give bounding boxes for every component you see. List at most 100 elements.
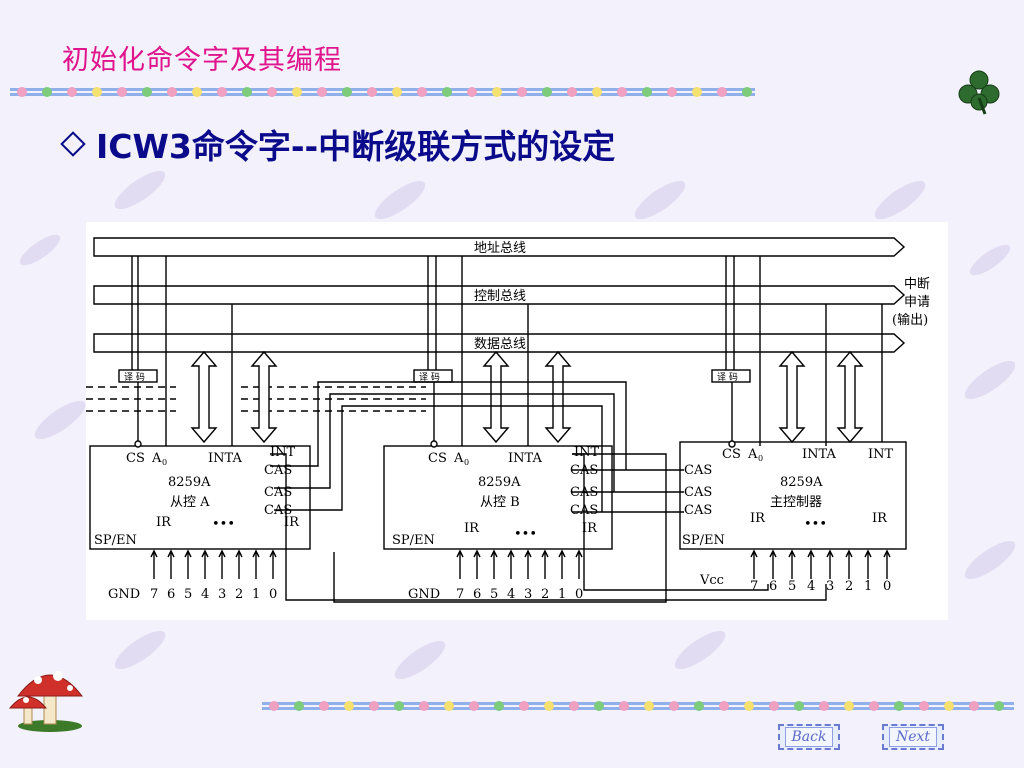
pin-number: 4 [807,579,815,594]
pin-number: 7 [150,587,158,602]
ir-arrowhead [167,549,175,558]
ribbon-bead [492,87,502,97]
pin-number: 5 [788,579,796,594]
ribbon-bead [494,701,504,711]
section-heading: ICW3命令字--中断级联方式的设定 [60,120,615,168]
chip-b-model: 8259A [478,475,521,490]
master-cas2: CAS [684,503,712,518]
ir-arrowhead [150,549,158,558]
decorative-ribbon-top [10,87,755,97]
ribbon-bead [192,87,202,97]
ribbon-bead [294,701,304,711]
chip-a-sp-en: SP/EN [94,533,137,548]
ir-arrowhead [845,549,853,558]
ir-arrowhead [473,549,481,558]
chip-b-sp-en: SP/EN [392,533,435,548]
mushroom-icon [8,671,84,732]
data-bus-arrow [250,350,278,444]
pin-number: 2 [845,579,853,594]
ir-arrowhead [769,549,777,558]
ribbon-bead [394,701,404,711]
int-request-label-1: 中断 [904,277,930,292]
chip-a-cs: CS [126,451,145,466]
ribbon-bead [117,87,127,97]
chip-a-a0-sub: 0 [162,458,167,467]
next-button-label: Next [888,727,938,747]
chip-b-inta: INTA [508,451,542,466]
chip-slave-b [383,445,613,550]
chip-b-name: 从控 B [480,495,520,510]
pin-number: 4 [201,587,209,602]
next-button[interactable]: Next [882,724,944,750]
ribbon-bead [994,701,1004,711]
ribbon-bead [442,87,452,97]
back-button[interactable]: Back [778,724,840,750]
pin-number: 5 [490,587,498,602]
ribbon-bead [819,701,829,711]
ir-arrowhead [218,549,226,558]
ribbon-bead [794,701,804,711]
chip-b-a0: A [453,451,464,466]
ribbon-bead [317,87,327,97]
chip-master [679,441,907,550]
ribbon-bead [592,87,602,97]
address-bus [93,237,906,257]
pin-number: 6 [473,587,481,602]
address-bus-label: 地址总线 [474,241,526,256]
chip-b-ir: IR [464,521,480,536]
ribbon-bead [42,87,52,97]
ribbon-bead [542,87,552,97]
pin-number: 0 [269,587,277,602]
pin-number: 5 [184,587,192,602]
ribbon-bead [844,701,854,711]
master-ir0: IR [872,511,888,526]
master-a0-sub: 0 [758,454,763,463]
pin-number: 2 [541,587,549,602]
slide-title: 初始化命令字及其编程 [62,45,342,76]
int-request-label-2: 申请 [904,295,930,310]
ribbon-bead [369,701,379,711]
chip-b-cas2: CAS [570,503,598,518]
pin-number: 3 [826,579,834,594]
ribbon-bead [367,87,377,97]
chip-b-a0-sub: 0 [464,458,469,467]
chip-b-dots: ••• [514,527,537,542]
ribbon-bead [392,87,402,97]
data-bus-arrow [778,350,806,444]
chip-b-cas0: CAS [570,463,598,478]
chip-a-ir0: IR [284,515,300,530]
decorative-ribbon-bottom [262,701,1014,711]
ir-arrowhead [864,549,872,558]
master-int: INT [868,447,894,462]
master-inta: INTA [802,447,836,462]
master-model: 8259A [780,475,823,490]
ribbon-bead [717,87,727,97]
decoder-master-label: 译 码 [717,372,738,383]
ir-arrowhead [456,549,464,558]
chip-a-gnd: GND [108,587,140,602]
cascade-diagram: 地址总线 控制总线 数据总线 中断 申请 (输出) 译 码 译 码 译 码 CS… [86,222,948,620]
master-sp-en: SP/EN [682,533,725,548]
ribbon-bead [567,87,577,97]
pin-number: 7 [750,579,758,594]
chip-b-int: INT [574,445,600,460]
master-cas1: CAS [684,485,712,500]
ribbon-bead [92,87,102,97]
chip-a-cas2: CAS [264,503,292,518]
chip-a-dots: ••• [212,517,235,532]
chip-b-cas1: CAS [570,485,598,500]
ribbon-bead [667,87,677,97]
ir-arrowhead [524,549,532,558]
chip-b-gnd: GND [408,587,440,602]
ribbon-bead [894,701,904,711]
int-request-label-3: (输出) [892,312,928,328]
ribbon-bead [694,701,704,711]
master-cas0: CAS [684,463,712,478]
ribbon-bead [569,701,579,711]
ribbon-bead [417,87,427,97]
ir-arrowhead [558,549,566,558]
chip-a-cas0: CAS [264,463,292,478]
ribbon-bead [269,701,279,711]
ribbon-bead [469,701,479,711]
